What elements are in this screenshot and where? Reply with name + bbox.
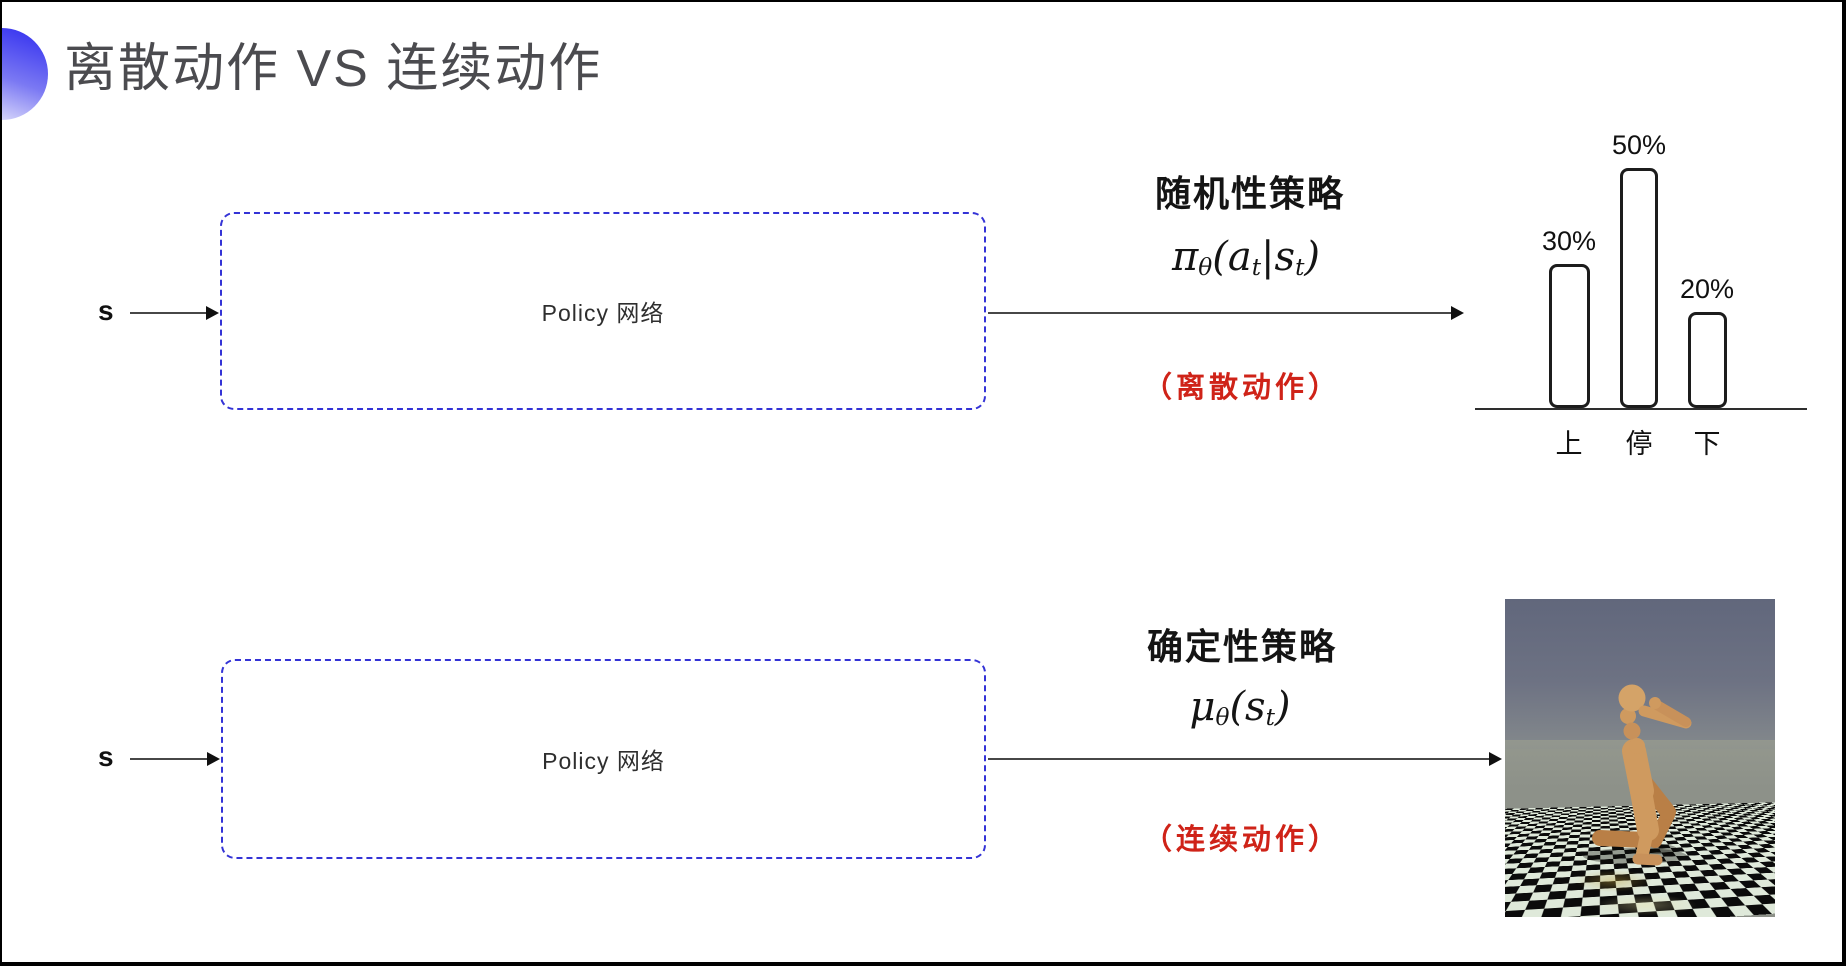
arrow-shaft: [988, 312, 1453, 314]
bar: [1687, 312, 1727, 408]
arrow-head-icon: [206, 306, 219, 320]
continuous-action-note: （连续动作）: [1142, 824, 1342, 856]
bar: [1620, 168, 1658, 408]
title-accent-dot: [2, 28, 48, 120]
action-probability-chart: 30% 50% 20% 上 停 下: [1475, 120, 1807, 462]
bar-group-down: 20%: [1677, 274, 1737, 408]
policy-box-label-top: Policy 网络: [541, 300, 665, 326]
state-input-label-bottom: s: [98, 741, 114, 772]
policy-network-box-bottom: Policy 网络: [221, 659, 986, 859]
sim-sky: [1505, 599, 1775, 749]
arrow-shaft: [130, 758, 209, 760]
stochastic-policy-formula: πθ(at|st): [1172, 234, 1320, 282]
category-label-down: 下: [1693, 429, 1721, 459]
bar-value-label: 20%: [1679, 274, 1735, 304]
arrow-head-icon: [207, 752, 220, 766]
discrete-action-note: （离散动作）: [1142, 372, 1342, 404]
page-title: 离散动作 VS 连续动作: [64, 40, 603, 98]
arrow-head-icon: [1451, 306, 1464, 320]
state-input-label-top: s: [98, 295, 114, 326]
category-label-stop: 停: [1625, 429, 1653, 459]
bar-group-up: 30%: [1539, 226, 1599, 408]
bar-value-label: 50%: [1611, 130, 1667, 160]
chart-baseline: [1475, 408, 1807, 410]
arrow-head-icon: [1489, 752, 1502, 766]
policy-network-box-top: Policy 网络: [220, 212, 986, 410]
stochastic-policy-heading: 随机性策略: [1154, 173, 1346, 214]
arrow-shaft: [130, 312, 208, 314]
humanoid-simulation-image: [1505, 599, 1775, 917]
arrow-input-top: [130, 306, 219, 320]
deterministic-policy-formula: μθ(st): [1189, 684, 1291, 732]
arrow-output-top: [988, 306, 1464, 320]
bar: [1548, 264, 1590, 408]
arrow-input-bottom: [130, 752, 220, 766]
policy-box-label-bottom: Policy 网络: [542, 748, 665, 774]
arrow-output-bottom: [988, 752, 1502, 766]
deterministic-policy-heading: 确定性策略: [1146, 626, 1338, 667]
bar-value-label: 30%: [1541, 226, 1597, 256]
arrow-shaft: [988, 758, 1491, 760]
humanoid-figure: [1583, 684, 1692, 866]
category-label-up: 上: [1555, 429, 1583, 459]
bar-group-stop: 50%: [1609, 130, 1669, 408]
